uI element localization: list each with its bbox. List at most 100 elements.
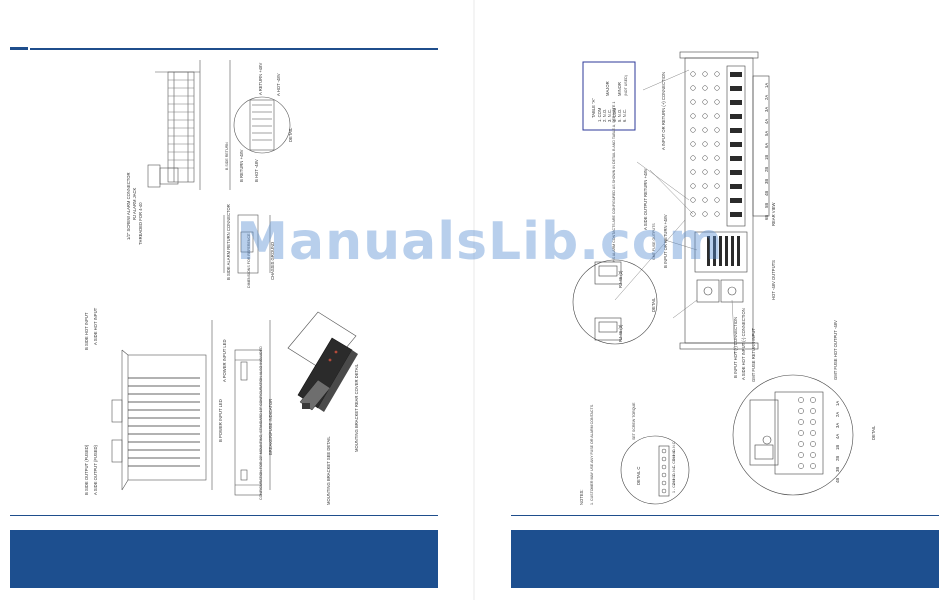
right-technical-drawing: TABLE "A" 1. COM 2. N.O. 3. N.C. 4. COM … <box>572 51 876 505</box>
table-a-not-used: (NOT USED) <box>624 75 628 96</box>
detail-c-row-3: 4 - COM <box>672 455 676 469</box>
label-detail-bottom: DETAIL <box>871 425 876 440</box>
label-mounting-bracket: MOUNTING BRACKET SEE DETAIL <box>326 436 331 505</box>
header-accent-left <box>10 47 28 50</box>
label-detail-c: DETAIL C <box>636 467 641 485</box>
right-page: TABLE "A" 1. COM 2. N.O. 3. N.C. 4. COM … <box>475 0 950 600</box>
detail-c-row-2: 5 - N.O. <box>672 448 676 461</box>
detail-c-pins <box>661 448 667 494</box>
table-a-row-6: 6. N.C. <box>622 109 627 122</box>
table-a-row-3: 3. N.C. <box>607 109 612 122</box>
label-b-side-return: B SIDE RETURN <box>225 142 229 170</box>
label-b-input-hot: B INPUT HOT (-) CONNECTION <box>733 317 738 378</box>
label-gmt-fuse: GMT FUSE RETURN INPUT <box>751 328 756 382</box>
output-1b: 1B <box>764 155 769 160</box>
label-alarm-jack: RJ ALARM JACK <box>132 187 137 220</box>
output-4b: 4B <box>764 191 769 196</box>
table-a-major: MAJOR <box>605 81 610 96</box>
label-alarm-return: B SIDE ALARM RETURN CONNECTOR <box>226 204 231 280</box>
footer-band-right <box>511 530 939 588</box>
label-a-hot: A HOT -48V <box>276 73 281 96</box>
output-3b: 3B <box>764 179 769 184</box>
label-a-return: A RETURN +48V <box>258 63 263 95</box>
label-alarm-contacts: HS ALARM CONTACTS ARE CONFIGURED AS SHOW… <box>612 102 616 262</box>
output-2a: 2A <box>764 95 769 100</box>
rear-view-labels: A INPUT OR RETURN (+) CONNECTION HS ALAR… <box>612 72 876 440</box>
label-chassis: CHASSIS GROUND <box>270 242 275 280</box>
label-dimensions-note: DIMENSIONS FOR REFERENCE <box>247 233 251 288</box>
output-1a: 1A <box>764 83 769 88</box>
detail-c-row-4: 3 - N.C. <box>672 465 676 477</box>
left-technical-drawing: 1/2" SCREW ALARM CONNECTOR RJ ALARM JACK… <box>84 60 359 505</box>
label-screw-alarm: 1/2" SCREW ALARM CONNECTOR <box>126 173 131 241</box>
footer-rule-left <box>10 515 438 516</box>
detail-c-row-1: 6 - N.C. <box>672 441 676 453</box>
fuse-detail-output-labels: 1A 2A 3A 4A 1B 2B 3B 4B <box>835 401 840 483</box>
detail-output-1b: 1B <box>835 445 840 450</box>
label-gmt-fuse-hot: GMT FUSE HOT OUTPUT -48V <box>833 320 838 380</box>
detail-c-row-5: 2 - N.O. <box>672 472 676 485</box>
rear-view-fuse-blocks <box>707 72 742 266</box>
detail-output-4b: 4B <box>835 478 840 483</box>
label-b-hot: B HOT -48V <box>254 159 259 182</box>
detail-c-circle <box>620 435 690 505</box>
callout-leaders <box>614 69 736 356</box>
output-6b: 6B <box>764 215 769 220</box>
detail-output-3a: 3A <box>835 423 840 428</box>
label-a-power: A POWER INPUT LED <box>222 339 227 382</box>
detail-output-3b: 3B <box>835 467 840 472</box>
table-a-row-5: 5. N.O. <box>617 109 622 122</box>
table-a-minor: MINOR <box>617 82 622 96</box>
label-set-screw: SET SCREW TORQUE <box>632 402 636 440</box>
label-detail-middle: DETAIL <box>651 297 656 312</box>
detail-output-4a: 4A <box>835 434 840 439</box>
footer-rule-right <box>511 515 939 516</box>
table-a-box: TABLE "A" 1. COM 2. N.O. 3. N.C. 4. COM … <box>582 61 636 131</box>
label-a-side-output: A SIDE OUTPUT (FUSED) <box>93 444 98 495</box>
label-rj45-a: RJ-45 (2) <box>618 270 623 288</box>
output-6a: 6A <box>764 143 769 148</box>
notes-title: NOTES: <box>579 489 584 505</box>
label-b-return: B RETURN +48V <box>239 149 244 182</box>
output-5a: 5A <box>764 131 769 136</box>
top-assembly-labels: 1/2" SCREW ALARM CONNECTOR RJ ALARM JACK… <box>126 63 293 288</box>
rj45-detail-circle <box>572 259 658 345</box>
label-b-input: B INPUT OR RETURN +48V <box>663 214 668 268</box>
table-a-row-1: 1. COM <box>597 107 602 122</box>
label-b-side-output: B SIDE OUTPUT (FUSED) <box>84 444 89 495</box>
label-gmt-outputs: GMT FUSE OUTPUTS <box>652 223 656 260</box>
fuse-detail-terminals <box>798 397 816 469</box>
detail-c-row-6: 1 - COM <box>672 479 676 493</box>
table-a-row-4: 4. COM <box>612 107 617 122</box>
side-view-drawing <box>111 320 271 496</box>
detail-output-2a: 2A <box>835 412 840 417</box>
header-rule-left <box>30 48 438 50</box>
output-4a: 4A <box>764 119 769 124</box>
label-detail-top: DETAIL <box>288 127 293 142</box>
label-breaker: BREAKER/FUSE INDICATOR <box>268 399 273 455</box>
label-a-input-return: A INPUT OR RETURN (+) CONNECTION <box>661 72 666 150</box>
label-a-side-hot: A SIDE HOT INPUT <box>93 307 98 345</box>
note-1: 1. CUSTOMER MAY USE ANY FUSE OR ALARM CO… <box>590 404 594 505</box>
rear-view-output-labels: 1A 2A 3A 4A 5A 6A 1B 2B 3B 4B 5B 6B <box>764 83 769 220</box>
side-view-labels: B SIDE HOT INPUT A SIDE HOT INPUT B SIDE… <box>84 307 359 505</box>
detail-output-1a: 1A <box>835 401 840 406</box>
output-3a: 3A <box>764 107 769 112</box>
label-b-power: B POWER INPUT LED <box>218 399 223 442</box>
notes-block: NOTES: 1. CUSTOMER MAY USE ANY FUSE OR A… <box>579 404 594 505</box>
detail-c-labels: DETAIL C 6 - N.C. 5 - N.O. 4 - COM 3 - N… <box>632 402 676 493</box>
table-a-title: TABLE "A" <box>591 98 596 118</box>
top-assembly-drawing <box>147 60 291 274</box>
label-a-side-hot: A SIDE HOT INPUT (-) CONNECTION <box>741 308 746 380</box>
output-2b: 2B <box>764 167 769 172</box>
output-5b: 5B <box>764 203 769 208</box>
label-rj45-b: RJ-45 (3) <box>618 324 623 342</box>
detail-output-2b: 2B <box>835 456 840 461</box>
rear-view-terminals <box>690 71 720 217</box>
label-b-side-hot: B SIDE HOT INPUT <box>84 312 89 350</box>
label-a-side-output-return: A SIDE OUTPUT RETURN +48V <box>643 168 648 230</box>
label-rear-view: REAR VIEW <box>771 202 776 226</box>
footer-band-left <box>10 530 438 588</box>
isometric-bracket-drawing <box>287 311 358 412</box>
label-threaded: THREADED FOR 4-40 <box>138 202 143 245</box>
